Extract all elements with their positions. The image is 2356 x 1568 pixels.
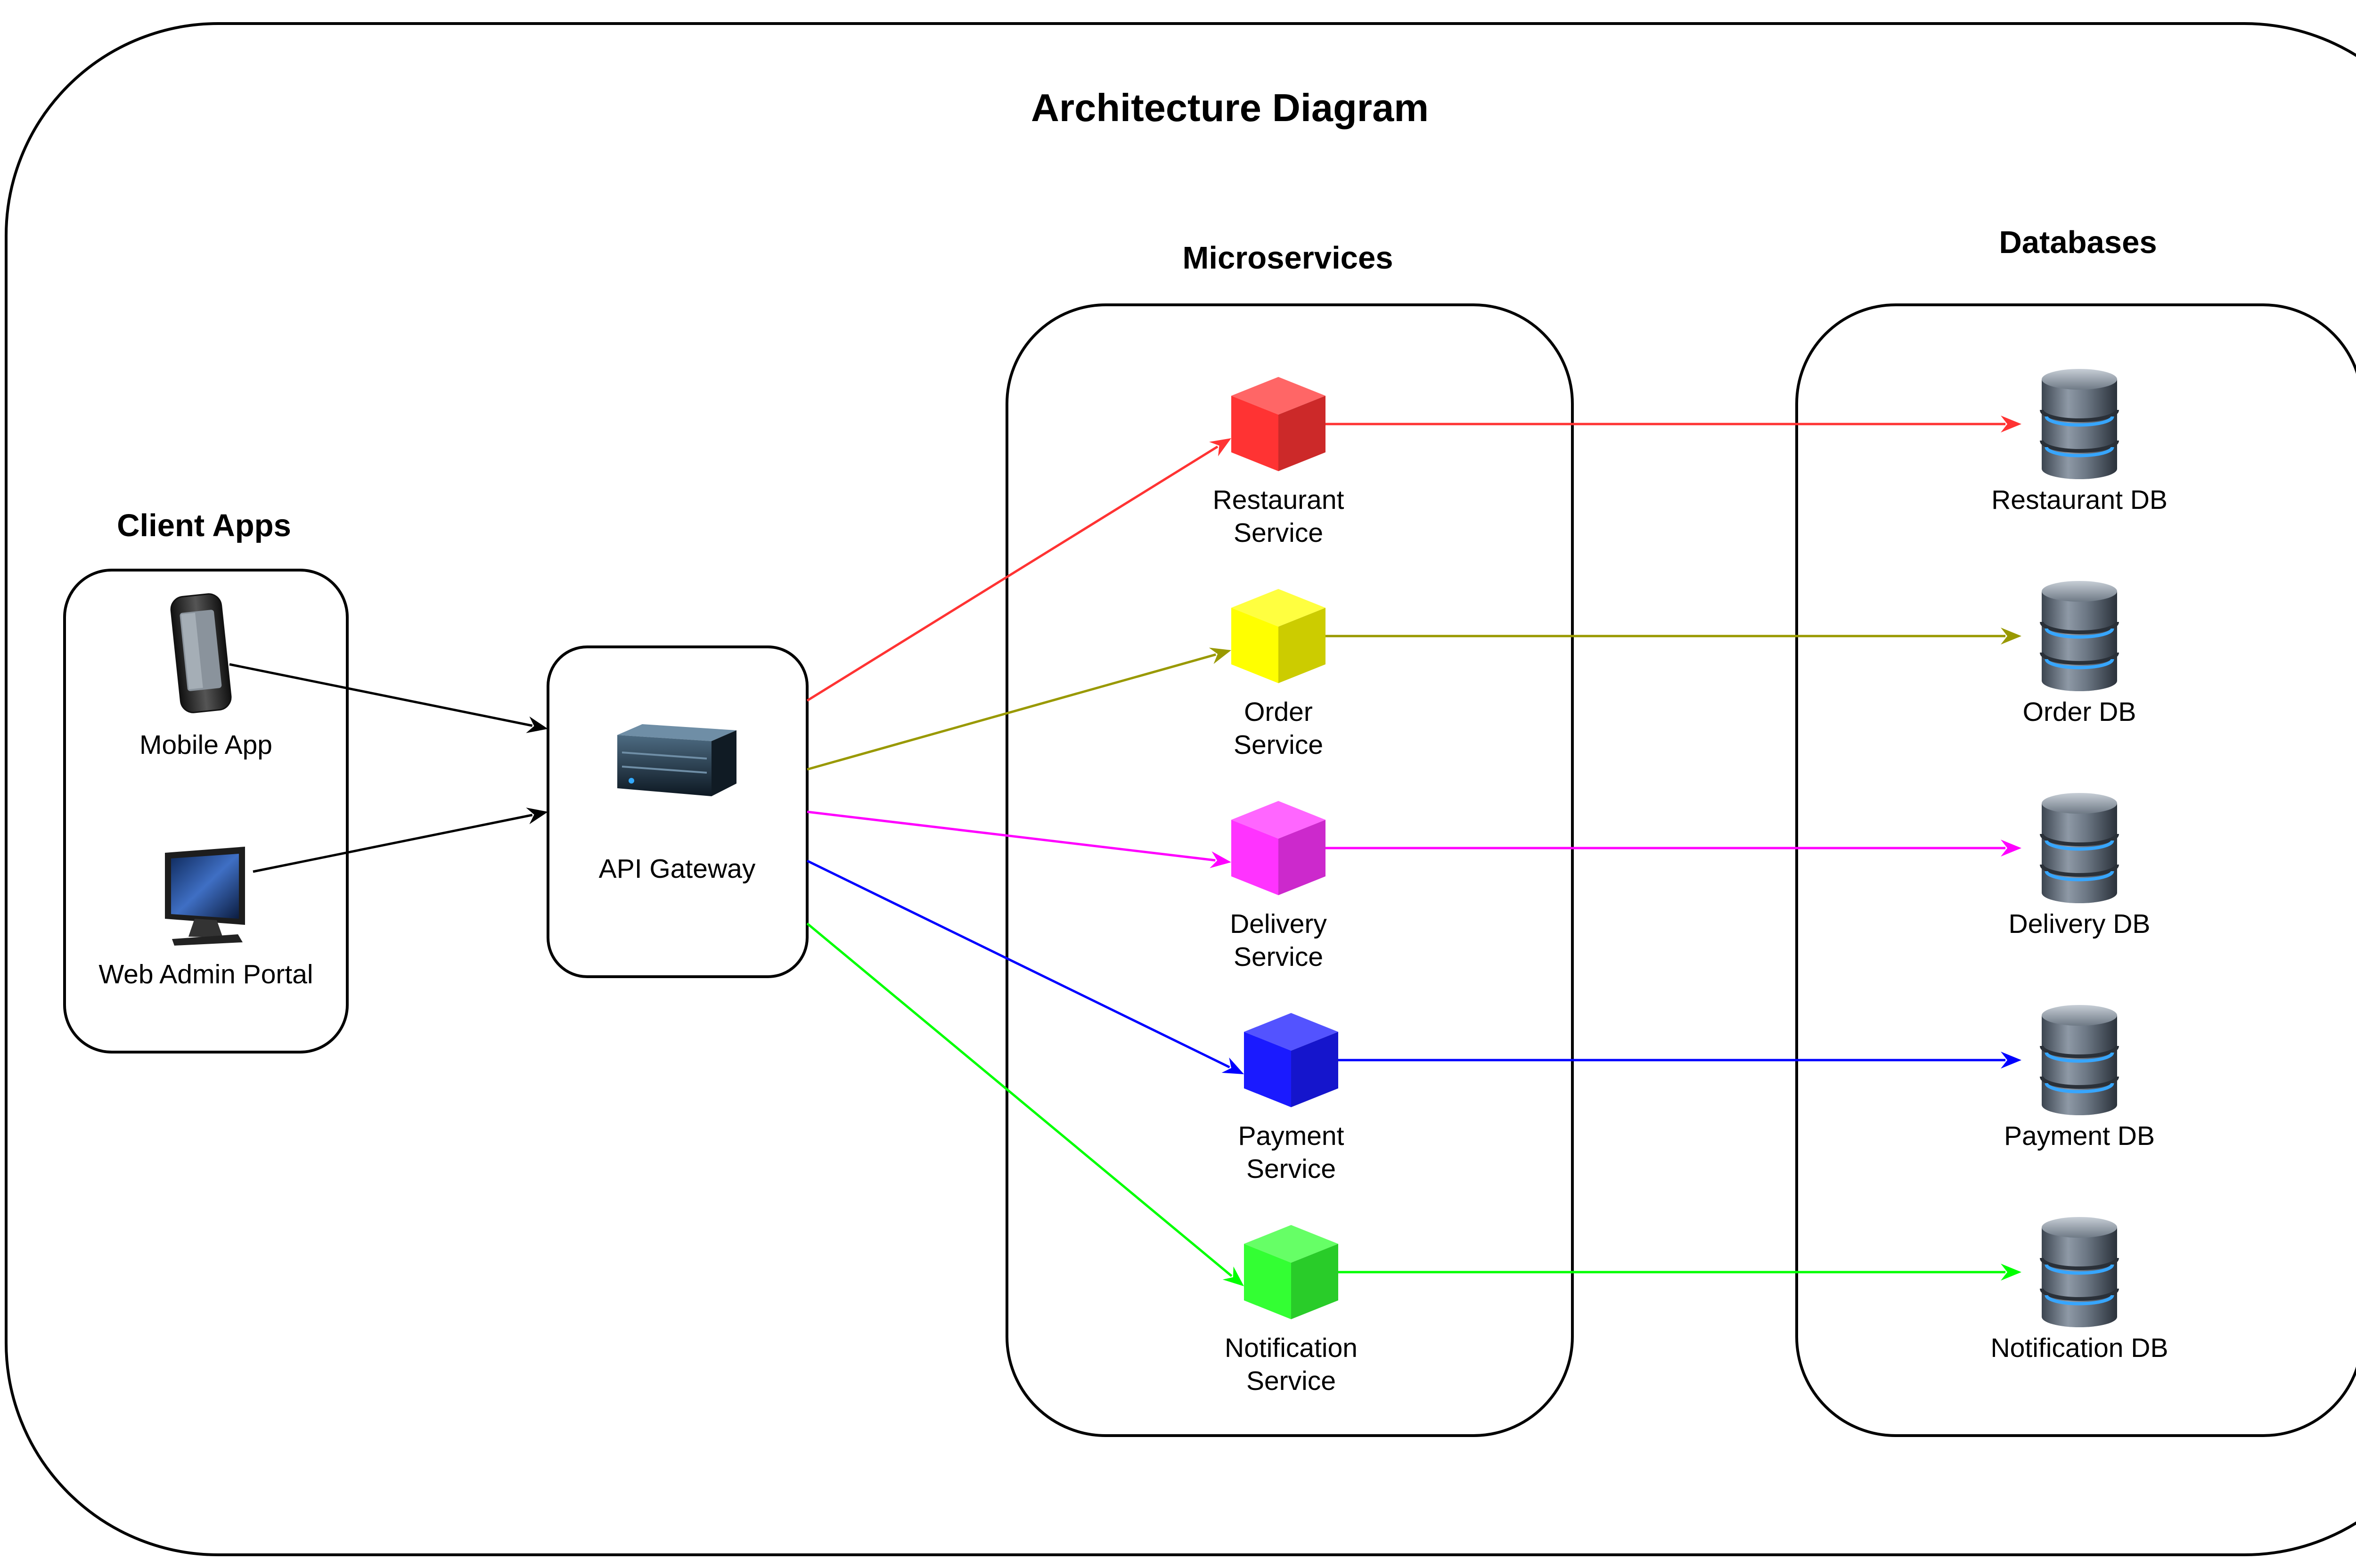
- edge-notification-to-db: [1338, 1264, 2021, 1281]
- api-gateway-label: API Gateway: [599, 854, 756, 884]
- microservices-container: [1006, 303, 1574, 1437]
- databases-container: [1795, 303, 2356, 1437]
- cube-icon: [1244, 1225, 1338, 1319]
- edge-web-to-gateway: [253, 808, 548, 873]
- database-icon: [2040, 793, 2119, 903]
- microservices-title: Microservices: [1183, 240, 1393, 276]
- service-payment-label-line2: Service: [1246, 1154, 1336, 1184]
- edge-restaurant-to-db: [1325, 416, 2021, 433]
- edge-gateway-to-restaurant: [806, 438, 1231, 702]
- edge-gateway-to-delivery: [807, 810, 1231, 868]
- database-payment[interactable]: Payment DB: [2004, 1005, 2155, 1151]
- service-notification-label-line2: Service: [1246, 1366, 1336, 1396]
- database-delivery-label: Delivery DB: [2009, 909, 2151, 939]
- edge-gateway-to-order: [807, 647, 1231, 771]
- edge-payment-to-db: [1338, 1052, 2021, 1069]
- database-icon: [2040, 1005, 2119, 1115]
- service-order-label-line2: Service: [1234, 730, 1323, 760]
- connections: [229, 416, 2021, 1286]
- database-order[interactable]: Order DB: [2023, 581, 2136, 727]
- microservices: RestaurantServiceOrderServiceDeliverySer…: [1213, 377, 1358, 1396]
- client-mobile-app[interactable]: Mobile App: [139, 593, 272, 760]
- web-admin-portal-label: Web Admin Portal: [98, 959, 313, 989]
- database-restaurant[interactable]: Restaurant DB: [1991, 369, 2168, 515]
- cube-icon: [1231, 589, 1325, 683]
- database-icon: [2040, 581, 2119, 691]
- client-web-admin-portal[interactable]: Web Admin Portal: [98, 847, 313, 989]
- service-delivery-label-line1: Delivery: [1230, 909, 1327, 939]
- client-apps-title: Client Apps: [117, 508, 291, 543]
- service-restaurant-label-line1: Restaurant: [1213, 485, 1344, 515]
- service-restaurant-label-line2: Service: [1234, 518, 1323, 548]
- database-icon: [2040, 369, 2119, 479]
- database-notification-label: Notification DB: [1991, 1333, 2168, 1363]
- cube-icon: [1244, 1013, 1338, 1107]
- client-apps-container: [63, 569, 349, 1054]
- database-order-label: Order DB: [2023, 697, 2136, 727]
- database-icon: [2040, 1217, 2119, 1327]
- api-gateway[interactable]: API Gateway: [599, 724, 756, 884]
- cube-icon: [1231, 377, 1325, 471]
- database-restaurant-label: Restaurant DB: [1991, 485, 2168, 515]
- service-order-label-line1: Order: [1244, 697, 1313, 727]
- service-payment-label-line1: Payment: [1238, 1121, 1344, 1151]
- diagram-title: Architecture Diagram: [1031, 86, 1429, 130]
- database-delivery[interactable]: Delivery DB: [2009, 793, 2151, 939]
- database-payment-label: Payment DB: [2004, 1121, 2155, 1151]
- monitor-icon: [165, 847, 245, 946]
- edge-order-to-db: [1325, 628, 2021, 645]
- edge-delivery-to-db: [1325, 840, 2021, 857]
- api-gateway-box[interactable]: [547, 645, 809, 978]
- diagram-frame: [5, 22, 2356, 1556]
- database-notification[interactable]: Notification DB: [1991, 1217, 2168, 1363]
- databases: Restaurant DB Order DB Delivery DB Payment …: [1991, 369, 2168, 1363]
- edge-gateway-to-payment: [806, 859, 1244, 1074]
- mobile-app-label: Mobile App: [139, 730, 272, 760]
- service-delivery-label-line2: Service: [1234, 942, 1323, 972]
- service-notification-label-line1: Notification: [1225, 1333, 1358, 1363]
- databases-title: Databases: [1999, 225, 2157, 260]
- cube-icon: [1231, 801, 1325, 895]
- smartphone-icon: [170, 593, 232, 713]
- server-icon: [617, 724, 736, 796]
- edge-gateway-to-notification: [806, 923, 1244, 1286]
- edge-mobile-to-gateway: [229, 663, 548, 733]
